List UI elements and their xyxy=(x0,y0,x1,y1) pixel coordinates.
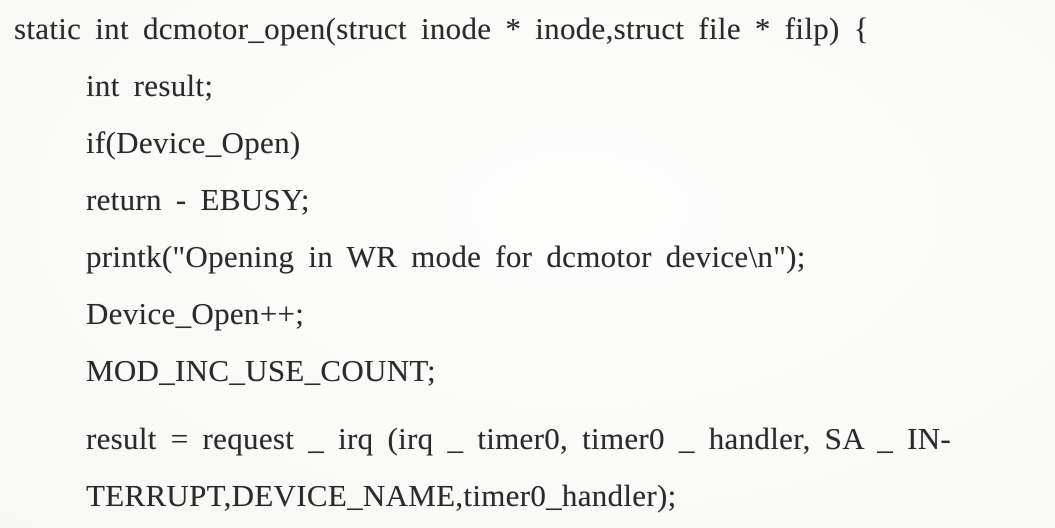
code-line: MOD_INC_USE_COUNT; xyxy=(86,353,436,388)
code-line: return - EBUSY; xyxy=(86,182,310,217)
code-line: result = request _ irq (irq _ timer0, ti… xyxy=(86,421,952,456)
code-line: if(Device_Open) xyxy=(86,125,301,160)
code-line: static int dcmotor_open(struct inode * i… xyxy=(14,11,869,46)
code-line: TERRUPT,DEVICE_NAME,timer0_handler); xyxy=(86,478,677,513)
code-line: Device_Open++; xyxy=(86,296,305,331)
code-line: int result; xyxy=(86,68,214,103)
code-line: printk("Opening in WR mode for dcmotor d… xyxy=(86,239,806,274)
